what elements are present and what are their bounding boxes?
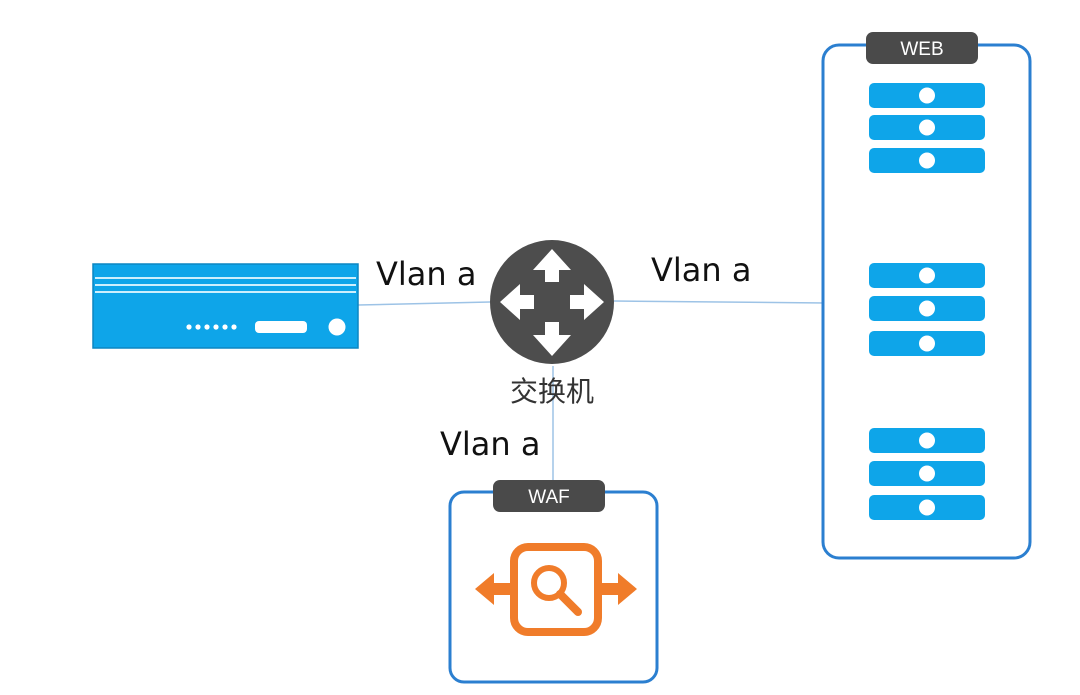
server-led [919,87,935,104]
web-group: WEB [821,32,1032,560]
server-led [919,152,935,169]
appliance-power-button [328,318,346,336]
server-led [919,335,935,352]
waf-arrow-right [600,573,637,605]
web-group-tab-label: WEB [900,39,943,60]
waf-inspect-icon [475,543,637,636]
magnifier-lens [531,565,567,601]
server-led [919,300,935,317]
waf-arrow-left [475,573,512,605]
vlan-label-left: Vlan a [376,255,476,293]
switch-arrow-down [533,322,571,356]
connection-lines [357,300,827,490]
server-stack-icon [869,263,985,356]
appliance-led [195,324,201,330]
appliance-slot [255,321,307,333]
waf-group: WAF [448,480,659,684]
appliance-led [186,324,192,330]
switch-icon [490,240,614,364]
switch-arrow-up [533,249,571,282]
appliance-led [222,324,228,330]
vlan-label-bottom: Vlan a [440,425,540,463]
network-appliance-icon [92,263,359,349]
appliance-body [92,263,359,349]
server-led [919,499,935,516]
magnifier-handle [556,590,582,616]
link-switch-web [613,300,827,304]
server-led [919,267,935,284]
switch-arrow-left [500,284,534,320]
waf-frame [510,543,602,636]
server-led [919,119,935,136]
switch-label: 交换机 [510,375,594,408]
switch-arrow-right [570,284,604,320]
vlan-label-right: Vlan a [651,251,751,289]
server-led [919,465,935,482]
server-led [919,432,935,449]
switch-body [490,240,614,364]
waf-group-tab [493,480,605,512]
server-stack-icon [869,428,985,520]
waf-group-tab-label: WAF [528,487,570,508]
appliance-led [231,324,237,330]
server-stack-icon [869,83,985,173]
appliance-led [204,324,210,330]
appliance-led [213,324,219,330]
link-appliance-switch [357,301,491,306]
web-group-tab [866,32,978,64]
